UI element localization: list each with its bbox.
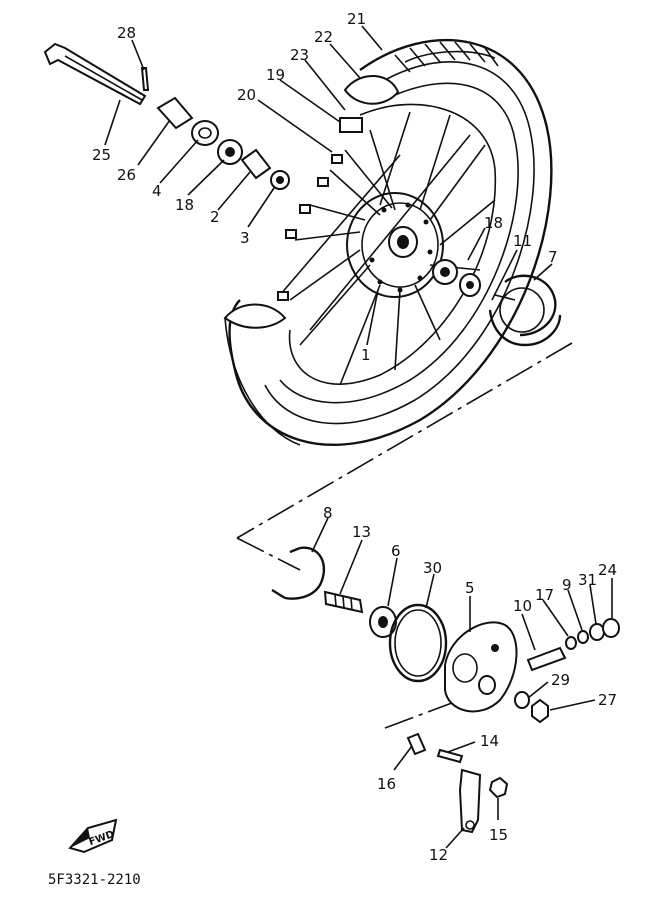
callout-23: 23 xyxy=(290,46,309,64)
brake-panel-group xyxy=(271,546,620,834)
part-code: 5F3321-2210 xyxy=(48,872,141,888)
callout-7: 7 xyxy=(548,248,558,266)
callout-29: 29 xyxy=(551,671,570,689)
oil-seal xyxy=(191,120,219,146)
axle-group xyxy=(43,42,481,297)
callout-11: 11 xyxy=(513,232,532,250)
washer-9 xyxy=(577,630,589,644)
valve xyxy=(339,117,363,133)
fwd-arrow: FWD xyxy=(68,818,118,854)
callout-6: 6 xyxy=(391,542,401,560)
callout-4: 4 xyxy=(152,182,162,200)
callout-2: 2 xyxy=(210,208,220,226)
spokes xyxy=(279,111,496,386)
brake-panel xyxy=(444,621,518,713)
callout-21: 21 xyxy=(347,10,366,28)
callout-12: 12 xyxy=(429,846,448,864)
leader-lines xyxy=(104,25,613,849)
callout-26: 26 xyxy=(117,166,136,184)
spoke-nipples xyxy=(277,154,343,301)
callout-22: 22 xyxy=(314,28,333,46)
callout-24: 24 xyxy=(598,561,617,579)
callout-30: 30 xyxy=(423,559,442,577)
callout-27: 27 xyxy=(598,691,617,709)
callout-14: 14 xyxy=(480,732,499,750)
wheel-assembly xyxy=(223,38,553,447)
seal-24 xyxy=(602,618,620,638)
nut-15 xyxy=(488,776,509,799)
brake-shoes xyxy=(488,274,562,347)
o-ring-30 xyxy=(388,603,448,683)
callout-25: 25 xyxy=(92,146,111,164)
callout-5: 5 xyxy=(465,579,475,597)
axle-nut-27 xyxy=(531,698,549,724)
bolt-14 xyxy=(436,748,464,764)
callout-28: 28 xyxy=(117,24,136,42)
callout-9: 9 xyxy=(562,576,572,594)
callout-15: 15 xyxy=(489,826,508,844)
callout-13: 13 xyxy=(352,523,371,541)
callout-31: 31 xyxy=(578,571,597,589)
callout-17: 17 xyxy=(535,586,554,604)
hub xyxy=(346,192,444,298)
callout-8: 8 xyxy=(323,504,333,522)
brake-spring xyxy=(271,546,326,600)
callout-20: 20 xyxy=(237,86,256,104)
cam-lever xyxy=(458,768,482,834)
spacer xyxy=(240,148,272,180)
callout-10: 10 xyxy=(513,597,532,615)
callout-1: 1 xyxy=(361,346,371,364)
washer-17 xyxy=(565,636,577,650)
tire-cutaway xyxy=(223,303,287,329)
indicator-plate xyxy=(406,732,427,756)
ring-31 xyxy=(589,623,605,641)
explode-lines xyxy=(236,342,573,729)
callout-3: 3 xyxy=(240,229,250,247)
cotter-pin xyxy=(140,67,150,91)
callout-18a: 18 xyxy=(175,196,194,214)
callout-16: 16 xyxy=(377,775,396,793)
callout-18b: 18 xyxy=(484,214,503,232)
collar xyxy=(156,96,194,130)
callout-19: 19 xyxy=(266,66,285,84)
meter-gear xyxy=(526,646,567,672)
callout-labels: 28 22 21 23 19 20 25 26 4 18 2 3 18 11 7… xyxy=(92,10,617,864)
collar-29 xyxy=(514,691,530,709)
